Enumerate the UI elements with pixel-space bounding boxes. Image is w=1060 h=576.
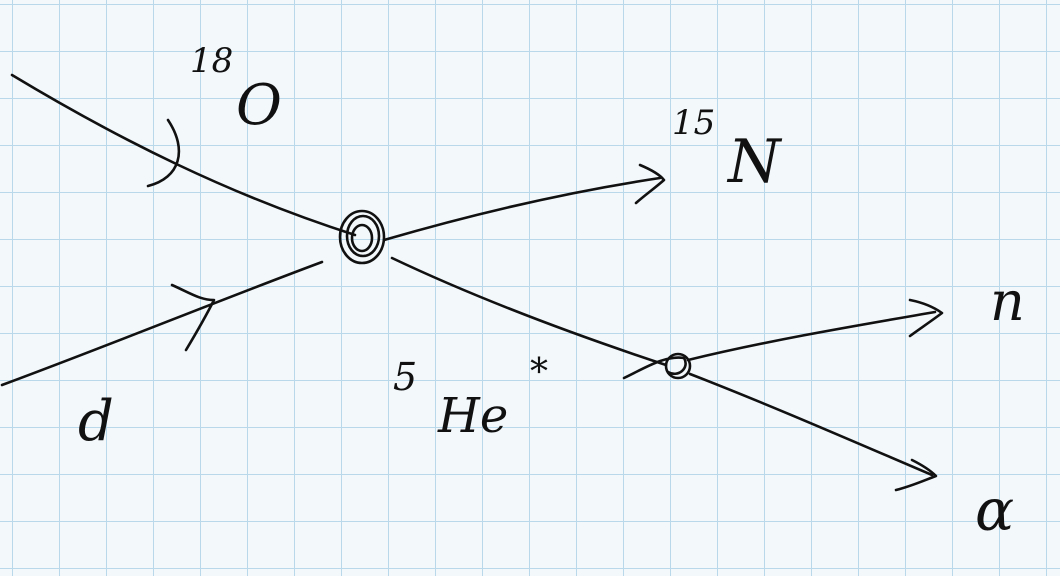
neutron-symbol: n: [990, 270, 1025, 333]
primary-vertex: [338, 209, 386, 265]
beam-mass-number: 18: [190, 41, 233, 81]
alpha-trajectory: [688, 372, 934, 477]
intermediate-label: 5 He *: [393, 352, 548, 444]
alpha-symbol: α: [975, 476, 1014, 544]
secondary-vertex: [622, 352, 692, 380]
ejectile-symbol: N: [726, 127, 783, 197]
intermediate-symbol: He: [437, 388, 508, 444]
beam-arrowhead: [146, 118, 181, 188]
ejectile-trajectory: [382, 176, 662, 242]
ejectile-mass-number: 15: [672, 103, 715, 143]
target-label: d: [78, 389, 114, 454]
beam-label: 18 O: [190, 41, 282, 138]
beam-symbol: O: [236, 73, 282, 138]
target-symbol: d: [78, 389, 114, 454]
neutron-arrowhead: [908, 298, 944, 338]
ejectile-arrowhead: [634, 163, 666, 205]
neutron-label: n: [990, 270, 1025, 333]
neutron-trajectory: [686, 310, 937, 362]
intermediate-excited-mark: *: [530, 352, 548, 393]
intermediate-mass-number: 5: [393, 355, 417, 399]
target-trajectory: [0, 260, 324, 387]
alpha-arrowhead: [894, 458, 938, 492]
intermediate-trajectory: [390, 256, 668, 367]
alpha-label: α: [975, 476, 1014, 544]
ejectile-label: 15 N: [672, 103, 783, 197]
target-arrowhead: [170, 283, 216, 352]
beam-trajectory: [10, 73, 357, 237]
